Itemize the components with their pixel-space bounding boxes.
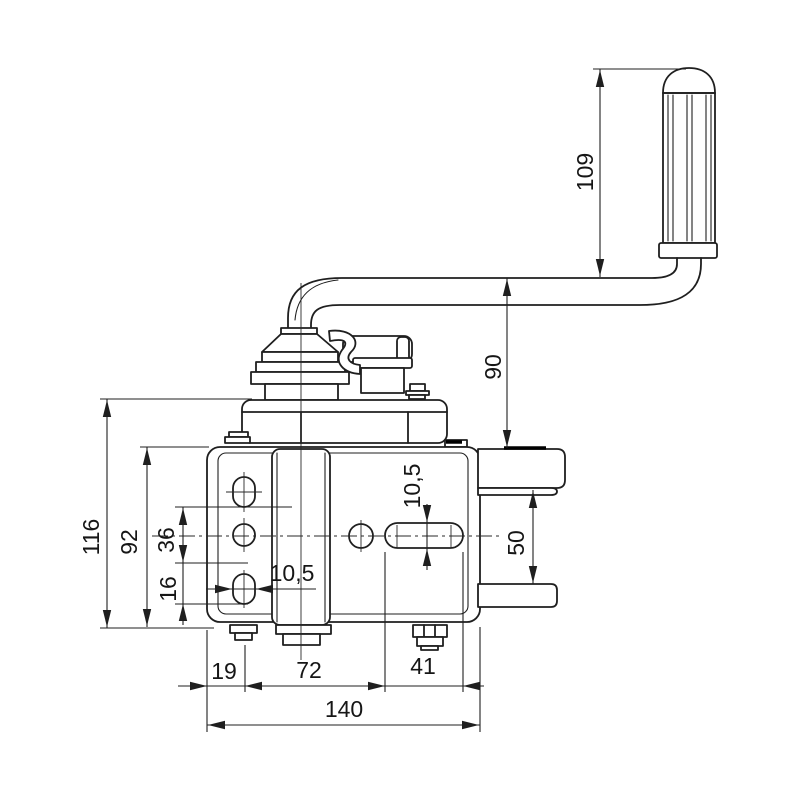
crank-arm-lower-edge	[310, 257, 702, 334]
dim-16: 16	[155, 563, 248, 625]
center-slot	[384, 522, 464, 549]
dim-label-19: 19	[211, 658, 237, 684]
dim-label-116: 116	[78, 519, 104, 556]
dim-90: 90	[480, 278, 512, 448]
dim-50: 50	[503, 490, 538, 584]
body-inner-edge	[217, 452, 469, 615]
grip-body	[662, 92, 716, 244]
bottom-strap-block	[275, 624, 332, 646]
dim-label-92: 92	[116, 529, 142, 555]
dim-slot-left-width: 10,5	[206, 560, 316, 594]
right-flange-bottom	[477, 583, 558, 608]
dim-109: 109	[572, 68, 686, 277]
pawl-nut	[405, 383, 430, 400]
crank-arm-bend-crease	[294, 279, 339, 321]
dim-label-90: 90	[480, 354, 506, 380]
winch-body	[206, 446, 566, 651]
right-flange-top	[477, 446, 566, 496]
dim-92: 92	[116, 446, 209, 627]
dim-chain-bottom: 19 72 41	[178, 552, 484, 732]
crank-arm-upper-edge	[287, 257, 678, 334]
gear-housing	[224, 399, 468, 448]
hub-cone	[261, 333, 339, 353]
pawl-block	[360, 367, 405, 394]
ratchet-pawl	[328, 329, 430, 400]
dim-label-41: 41	[410, 653, 436, 679]
hub-stack	[250, 327, 350, 401]
grip-collar	[658, 242, 718, 259]
dim-label-16: 16	[155, 576, 181, 602]
dim-label-72: 72	[296, 657, 322, 683]
dim-116: 116	[78, 398, 252, 629]
pawl-base-bar	[352, 357, 413, 369]
grip-ribs	[667, 94, 712, 242]
crank-arm	[287, 257, 702, 334]
dim-36: 36	[153, 506, 292, 564]
crank-handle-grip	[658, 67, 718, 259]
grip-dome	[662, 67, 716, 94]
dim-label-109: 109	[572, 153, 598, 191]
bottom-bolt-left	[229, 624, 258, 641]
dim-slot-center-width: 10,5	[399, 464, 432, 570]
dim-label-140: 140	[325, 696, 363, 722]
dim-label-105-left: 10,5	[270, 560, 315, 586]
dim-140: 140	[207, 627, 481, 732]
housing-left-bolt	[224, 431, 251, 444]
dim-label-36: 36	[153, 527, 179, 553]
dim-label-105-center: 10,5	[399, 464, 425, 509]
pawl-lever	[328, 329, 361, 375]
dim-label-50: 50	[503, 530, 529, 556]
bottom-bolt-right	[412, 624, 448, 651]
